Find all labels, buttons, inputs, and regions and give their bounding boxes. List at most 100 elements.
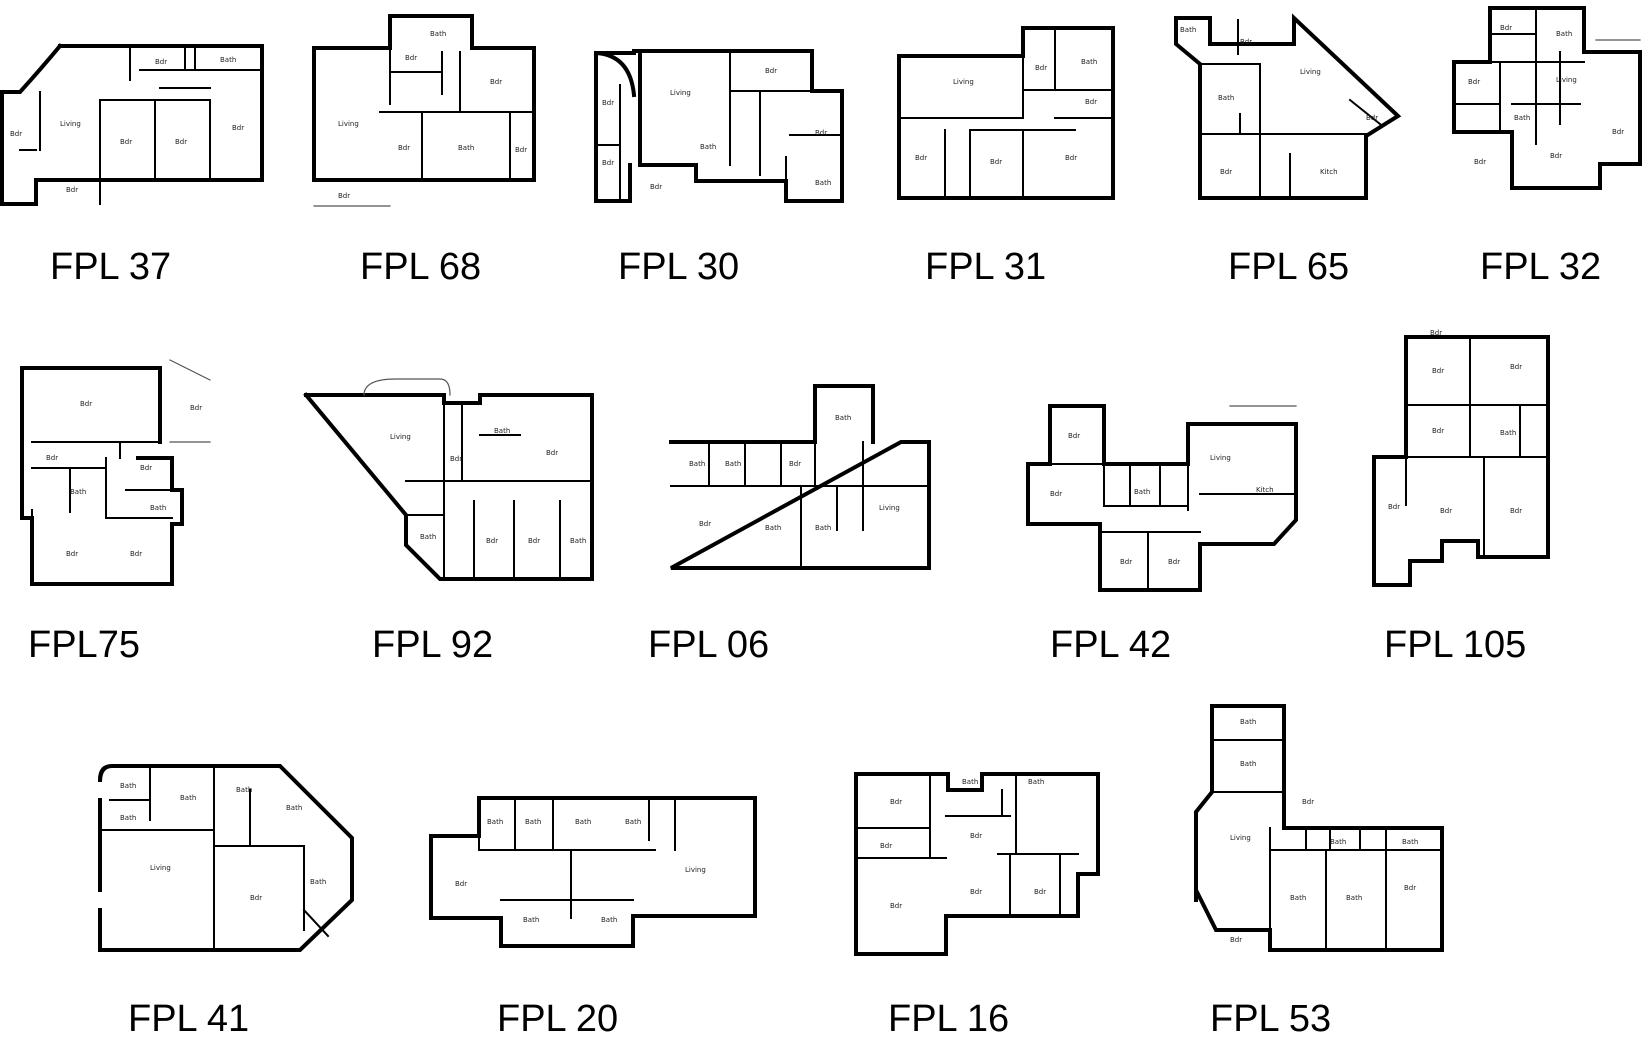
svg-text:Bath: Bath <box>523 916 539 924</box>
svg-text:Bath: Bath <box>765 524 781 532</box>
caption-fpl92: FPL 92 <box>372 624 494 666</box>
svg-text:Bath: Bath <box>286 804 302 812</box>
svg-text:Bdr: Bdr <box>155 58 167 66</box>
svg-text:Bath: Bath <box>1134 488 1150 496</box>
svg-text:Living: Living <box>338 120 359 128</box>
svg-text:Bdr: Bdr <box>130 550 142 558</box>
svg-text:Bdr: Bdr <box>1302 798 1314 806</box>
svg-text:Living: Living <box>60 120 81 128</box>
svg-text:Bdr: Bdr <box>789 460 801 468</box>
svg-text:Bath: Bath <box>236 786 252 794</box>
caption-fpl32: FPL 32 <box>1480 246 1602 288</box>
caption-fpl37: FPL 37 <box>50 246 172 288</box>
svg-text:Bdr: Bdr <box>1068 432 1080 440</box>
svg-text:Living: Living <box>879 504 900 512</box>
svg-text:Bdr: Bdr <box>765 67 777 75</box>
svg-text:Bath: Bath <box>962 778 978 786</box>
svg-text:Bath: Bath <box>420 533 436 541</box>
svg-text:Bdr: Bdr <box>1404 884 1416 892</box>
svg-text:Bath: Bath <box>1346 894 1362 902</box>
svg-text:Living: Living <box>390 433 411 441</box>
caption-fpl31: FPL 31 <box>925 246 1047 288</box>
svg-text:Bath: Bath <box>487 818 503 826</box>
svg-text:Bdr: Bdr <box>1065 154 1077 162</box>
svg-text:Living: Living <box>1210 454 1231 462</box>
svg-text:Bdr: Bdr <box>120 138 132 146</box>
svg-text:Bdr: Bdr <box>528 537 540 545</box>
svg-text:Bath: Bath <box>815 524 831 532</box>
svg-text:Bath: Bath <box>220 56 236 64</box>
svg-text:Bath: Bath <box>494 427 510 435</box>
svg-text:Bdr: Bdr <box>80 400 92 408</box>
caption-fpl68: FPL 68 <box>360 246 482 288</box>
svg-text:Bdr: Bdr <box>1474 158 1486 166</box>
svg-text:Bdr: Bdr <box>1432 367 1444 375</box>
svg-text:Bath: Bath <box>1500 429 1516 437</box>
svg-text:Bath: Bath <box>1240 760 1256 768</box>
svg-text:Bath: Bath <box>700 143 716 151</box>
svg-text:Bdr: Bdr <box>880 842 892 850</box>
svg-text:Bdr: Bdr <box>970 888 982 896</box>
svg-text:Bdr: Bdr <box>1120 558 1132 566</box>
svg-text:Bdr: Bdr <box>1612 128 1624 136</box>
svg-text:Bdr: Bdr <box>1240 38 1252 46</box>
caption-fpl41: FPL 41 <box>128 998 250 1040</box>
svg-text:Bdr: Bdr <box>1035 64 1047 72</box>
caption-fpl30: FPL 30 <box>618 246 740 288</box>
svg-text:Bdr: Bdr <box>1550 152 1562 160</box>
svg-text:Bath: Bath <box>1514 114 1530 122</box>
svg-text:Living: Living <box>670 89 691 97</box>
svg-text:Bdr: Bdr <box>890 902 902 910</box>
svg-text:Bdr: Bdr <box>990 158 1002 166</box>
svg-text:Bdr: Bdr <box>1430 329 1442 337</box>
svg-text:Bath: Bath <box>1402 838 1418 846</box>
svg-text:Bath: Bath <box>1081 58 1097 66</box>
svg-text:Bath: Bath <box>120 782 136 790</box>
svg-text:Bdr: Bdr <box>1034 888 1046 896</box>
svg-text:Bath: Bath <box>625 818 641 826</box>
svg-text:Bath: Bath <box>1180 26 1196 34</box>
svg-text:Kitch: Kitch <box>1320 168 1338 176</box>
svg-text:Living: Living <box>1300 68 1321 76</box>
svg-text:Bath: Bath <box>575 818 591 826</box>
svg-text:Bdr: Bdr <box>1432 427 1444 435</box>
svg-text:Bdr: Bdr <box>190 404 202 412</box>
svg-text:Bdr: Bdr <box>1510 507 1522 515</box>
svg-text:Bdr: Bdr <box>1510 363 1522 371</box>
svg-text:Bdr: Bdr <box>66 550 78 558</box>
svg-text:Bdr: Bdr <box>490 78 502 86</box>
svg-text:Bdr: Bdr <box>66 186 78 194</box>
caption-fpl06: FPL 06 <box>648 624 770 666</box>
svg-text:Bdr: Bdr <box>1050 490 1062 498</box>
svg-text:Bdr: Bdr <box>602 99 614 107</box>
svg-text:Bdr: Bdr <box>140 464 152 472</box>
svg-text:Bath: Bath <box>458 144 474 152</box>
svg-text:Bdr: Bdr <box>815 129 827 137</box>
svg-text:Bdr: Bdr <box>515 146 527 154</box>
svg-text:Bdr: Bdr <box>398 144 410 152</box>
svg-text:Bath: Bath <box>1290 894 1306 902</box>
svg-text:Living: Living <box>1230 834 1251 842</box>
caption-fpl53: FPL 53 <box>1210 998 1332 1040</box>
svg-text:Bdr: Bdr <box>232 124 244 132</box>
svg-text:Living: Living <box>685 866 706 874</box>
svg-text:Bath: Bath <box>150 504 166 512</box>
svg-text:Kitch: Kitch <box>1256 486 1274 494</box>
svg-text:Bath: Bath <box>310 878 326 886</box>
svg-text:Bath: Bath <box>1556 30 1572 38</box>
caption-fpl75: FPL75 <box>28 624 140 666</box>
caption-fpl20: FPL 20 <box>497 998 619 1040</box>
svg-text:Bdr: Bdr <box>915 154 927 162</box>
svg-text:Bdr: Bdr <box>650 183 662 191</box>
